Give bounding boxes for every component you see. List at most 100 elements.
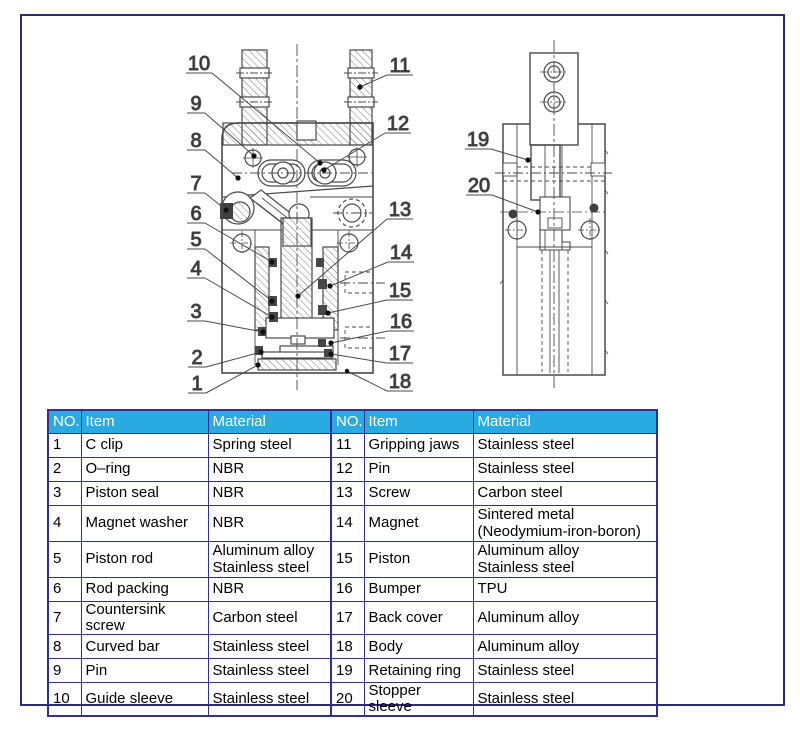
cell-no: 19	[330, 658, 365, 684]
cell-item: O–ring	[80, 457, 209, 482]
callout-20: 20	[466, 175, 541, 215]
front-view-drawing	[220, 44, 385, 390]
cell-material: Aluminum alloy Stainless steel	[207, 541, 332, 578]
cell-material: Aluminum alloy	[472, 600, 658, 636]
table-row: 6 Rod packing NBR 16 Bumper TPU	[47, 577, 658, 602]
cell-material: Stainless steel	[472, 682, 658, 717]
callout-label: 11	[390, 55, 411, 77]
callout-label: 19	[467, 129, 489, 151]
callout-label: 8	[190, 130, 201, 152]
cell-no: 14	[330, 505, 365, 542]
callout-label: 20	[468, 175, 490, 197]
cell-material: Carbon steel	[207, 600, 332, 636]
callout-label: 2	[191, 347, 202, 369]
cell-no: 11	[330, 433, 365, 458]
header-no-left: NO.	[47, 409, 82, 434]
callout-label: 15	[389, 280, 411, 302]
side-view-drawing	[495, 40, 612, 390]
cell-material: Stainless steel	[472, 433, 658, 458]
callout-2: 2	[188, 347, 264, 370]
cell-item: Countersink screw	[80, 600, 209, 636]
cell-material: Stainless steel	[207, 658, 332, 684]
cell-item: Guide sleeve	[80, 682, 209, 717]
cell-no: 6	[47, 577, 82, 602]
callout-9: 9	[187, 93, 257, 159]
parts-material-table: NO. Item Material NO. Item Material 1 C …	[47, 409, 658, 718]
cell-item: Pin	[80, 658, 209, 684]
cell-item: Magnet	[363, 505, 474, 542]
cell-material: Sintered metal (Neodymium-iron-boron)	[472, 505, 658, 542]
callout-label: 18	[389, 371, 411, 393]
callout-label: 1	[191, 373, 202, 395]
callout-label: 6	[190, 203, 201, 225]
cell-no: 1	[47, 433, 82, 458]
callout-14: 14	[327, 242, 414, 289]
cell-no: 20	[330, 682, 365, 717]
cell-no: 4	[47, 505, 82, 542]
callout-10: 10	[186, 53, 323, 166]
cell-no: 15	[330, 541, 365, 578]
cell-material: Stainless steel	[472, 658, 658, 684]
callout-label: 17	[389, 343, 411, 365]
callout-13: 13	[295, 199, 413, 299]
table-row: 10 Guide sleeve Stainless steel 20 Stopp…	[47, 682, 658, 717]
cell-item: Back cover	[363, 600, 474, 636]
header-material-left: Material	[207, 409, 332, 434]
cell-material: Stainless steel	[207, 682, 332, 717]
cell-item: Screw	[363, 481, 474, 506]
cell-item: Body	[363, 634, 474, 660]
header-item-left: Item	[80, 409, 209, 434]
cell-no: 9	[47, 658, 82, 684]
table-row: 1 C clip Spring steel 11 Gripping jaws S…	[47, 433, 658, 458]
callout-label: 5	[190, 229, 201, 251]
cell-no: 5	[47, 541, 82, 578]
callout-label: 9	[190, 93, 201, 115]
cell-no: 13	[330, 481, 365, 506]
callout-label: 7	[190, 173, 201, 195]
cell-item: Piston rod	[80, 541, 209, 578]
cell-material: NBR	[207, 505, 332, 542]
cell-material: Stainless steel	[207, 634, 332, 660]
callout-label: 16	[390, 311, 412, 333]
table-row: 5 Piston rod Aluminum alloy Stainless st…	[47, 541, 658, 578]
cell-item: Magnet washer	[80, 505, 209, 542]
callout-12: 12	[321, 113, 411, 173]
cell-material: Spring steel	[207, 433, 332, 458]
header-item-right: Item	[363, 409, 474, 434]
cell-material: Aluminum alloy Stainless steel	[472, 541, 658, 578]
table-row: 2 O–ring NBR 12 Pin Stainless steel	[47, 457, 658, 482]
table-row: 7 Countersink screw Carbon steel 17 Back…	[47, 600, 658, 636]
cell-no: 16	[330, 577, 365, 602]
cell-item: Piston	[363, 541, 474, 578]
cell-no: 10	[47, 682, 82, 717]
callout-5: 5	[187, 229, 275, 304]
cell-no: 8	[47, 634, 82, 660]
callout-1: 1	[188, 362, 261, 396]
cell-no: 18	[330, 634, 365, 660]
callout-19: 19	[465, 129, 531, 163]
callout-3: 3	[187, 301, 266, 335]
cell-item: Curved bar	[80, 634, 209, 660]
callout-4: 4	[187, 258, 275, 320]
header-no-right: NO.	[330, 409, 365, 434]
cell-item: C clip	[80, 433, 209, 458]
cell-no: 17	[330, 600, 365, 636]
callout-18: 18	[344, 368, 413, 394]
callout-15: 15	[325, 280, 413, 316]
table-row: 8 Curved bar Stainless steel 18 Body Alu…	[47, 634, 658, 660]
cell-material: Carbon steel	[472, 481, 658, 506]
table-row: 3 Piston seal NBR 13 Screw Carbon steel	[47, 481, 658, 506]
callout-17: 17	[328, 343, 413, 366]
table-row: 9 Pin Stainless steel 19 Retaining ring …	[47, 658, 658, 684]
header-material-right: Material	[472, 409, 658, 434]
cell-material: NBR	[207, 577, 332, 602]
callout-label: 12	[387, 113, 409, 135]
cell-no: 2	[47, 457, 82, 482]
cell-item: Piston seal	[80, 481, 209, 506]
cell-material: Stainless steel	[472, 457, 658, 482]
cell-material: NBR	[207, 481, 332, 506]
cell-no: 12	[330, 457, 365, 482]
cell-no: 7	[47, 600, 82, 636]
